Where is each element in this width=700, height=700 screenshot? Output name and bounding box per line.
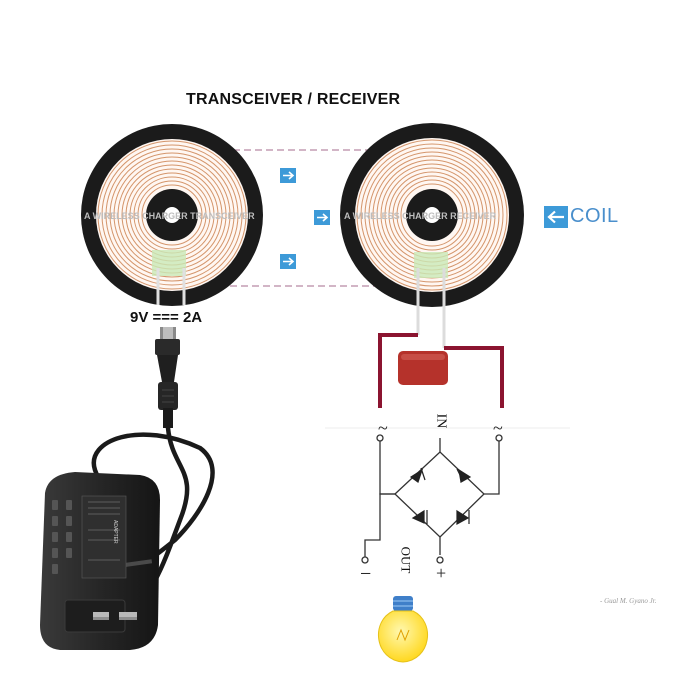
transmitter-coil xyxy=(81,124,263,306)
receiver-coil-label: A WIRELESS CHARGER RECEIVER xyxy=(344,211,497,221)
power-cable xyxy=(91,425,215,603)
diode-icon xyxy=(456,509,470,526)
arrow-right-icon xyxy=(280,168,296,183)
power-adapter-icon xyxy=(40,472,160,650)
bridge-in-label: IN xyxy=(433,413,449,429)
author-signature: - Gual M. Gyano Jr. xyxy=(600,597,657,605)
dc-plug xyxy=(155,327,180,428)
coil-label: COIL xyxy=(570,205,619,227)
dc-negative-terminal: − xyxy=(360,563,372,585)
diagram-title: TRANSCEIVER / RECEIVER xyxy=(186,91,401,108)
transmitter-coil-label: A WIRELESS CHARGER TRANSCEIVER xyxy=(84,211,255,221)
receiver-wiring xyxy=(378,333,504,408)
dc-positive-terminal: + xyxy=(436,563,447,583)
light-bulb-icon xyxy=(378,596,428,663)
bridge-rectifier xyxy=(325,427,570,564)
ac-input-right: ~ xyxy=(493,418,503,438)
arrow-right-icon xyxy=(314,210,330,225)
receiver-coil xyxy=(340,123,524,348)
bridge-out-label: OUT xyxy=(398,546,414,574)
supply-rating-label: 9V === 2A xyxy=(130,309,203,326)
arrow-right-icon xyxy=(280,254,296,269)
diode-icon xyxy=(409,467,426,483)
arrow-left-icon xyxy=(544,206,568,228)
diode-icon xyxy=(411,509,428,524)
adapter-label: ADAPTER xyxy=(112,520,118,544)
ac-input-left: ~ xyxy=(378,418,388,438)
diode-icon xyxy=(456,468,472,483)
